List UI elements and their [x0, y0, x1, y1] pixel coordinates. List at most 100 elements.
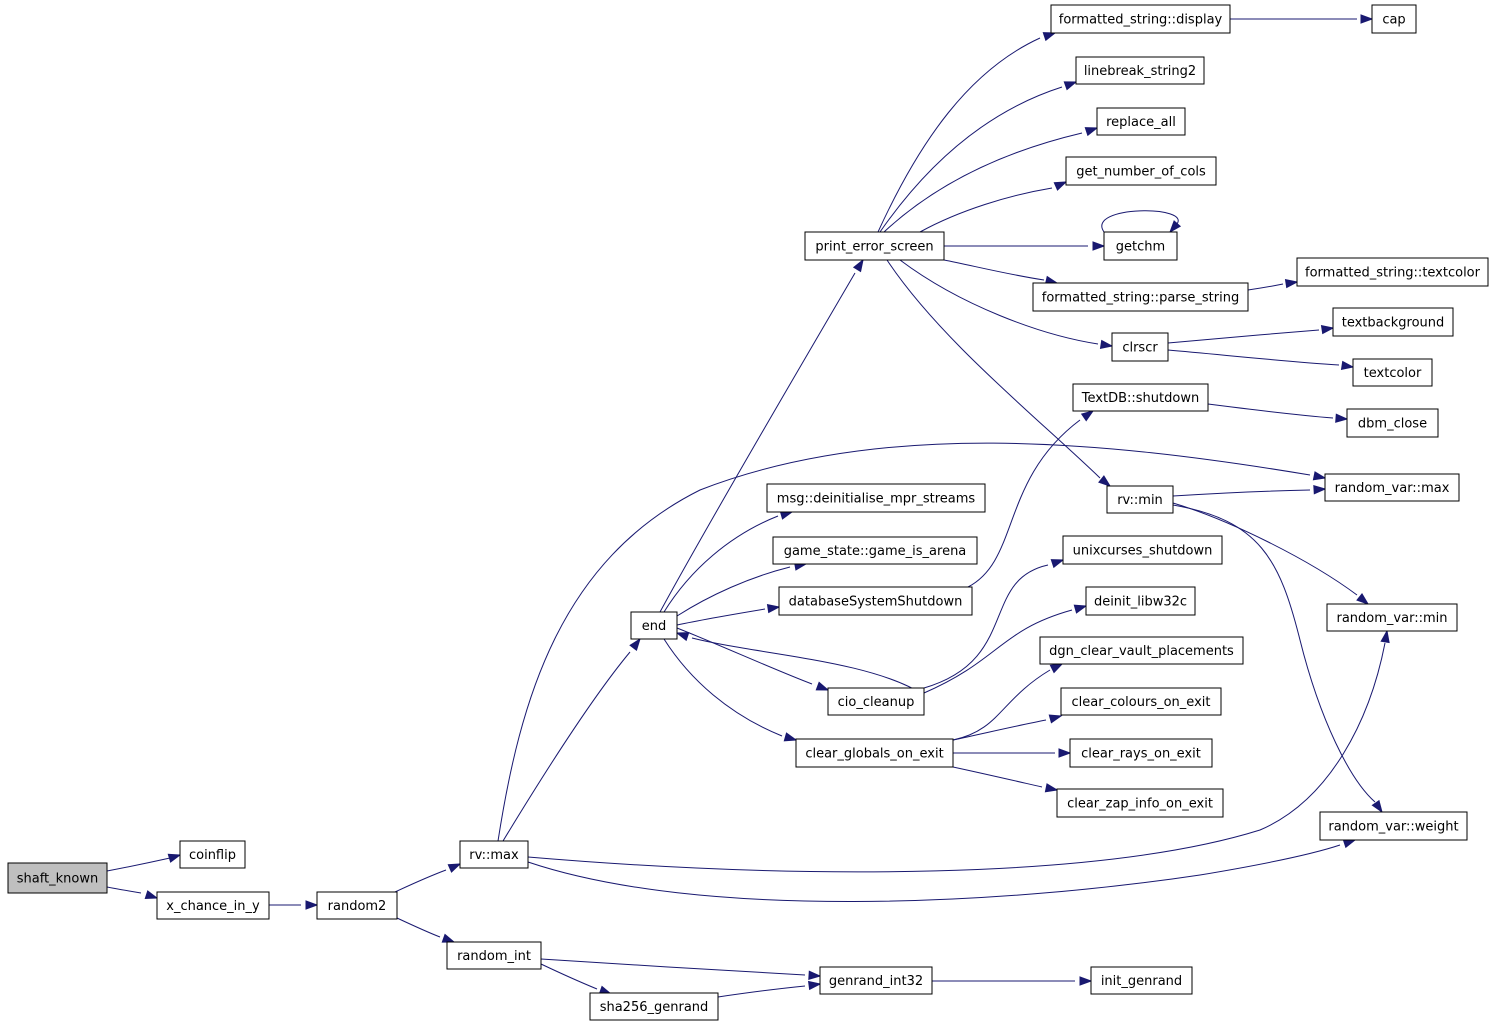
- edge-x_chance_in_y-to-random2: [269, 900, 319, 910]
- edge-cio_cleanup-to-end: [675, 632, 925, 696]
- arrowhead-icon: [1049, 663, 1064, 674]
- node-dbm-close[interactable]: dbm_close: [1346, 408, 1439, 438]
- edge-rv_max-to-random_var_min: [527, 629, 1390, 873]
- node-textdb-shutdown[interactable]: TextDB::shutdown: [1072, 383, 1209, 412]
- node-box: [827, 687, 925, 716]
- node-game-is-arena[interactable]: game_state::game_is_arena: [772, 536, 978, 565]
- edge-random2-to-random_int: [396, 917, 456, 943]
- node-label: end: [642, 619, 667, 634]
- node-random2[interactable]: random2: [316, 891, 398, 920]
- node-box: [630, 611, 678, 640]
- node-label: sha256_genrand: [600, 1000, 709, 1015]
- node-clrscr[interactable]: clrscr: [1111, 332, 1169, 362]
- arrowhead-icon: [1099, 339, 1114, 350]
- edge-line: [1207, 403, 1334, 419]
- edge-line: [676, 627, 813, 685]
- node-box: [446, 941, 542, 970]
- node-linebreak-string2[interactable]: linebreak_string2: [1075, 56, 1205, 85]
- edge-line: [497, 442, 1311, 842]
- arrowhead-icon: [1335, 413, 1349, 423]
- node-deinit-libw32c[interactable]: deinit_libw32c: [1085, 586, 1196, 616]
- node-label: replace_all: [1106, 115, 1176, 130]
- node-rv-max[interactable]: rv::max: [459, 840, 529, 869]
- edge-end-to-msg_deinit: [663, 510, 794, 613]
- node-genrand-int32[interactable]: genrand_int32: [819, 966, 933, 995]
- arrowhead-icon: [1092, 241, 1106, 251]
- node-textcolor[interactable]: textcolor: [1352, 358, 1433, 387]
- node-sha256-genrand[interactable]: sha256_genrand: [589, 992, 719, 1021]
- node-textbackground[interactable]: textbackground: [1332, 307, 1454, 337]
- node-box: [1075, 56, 1205, 85]
- arrowhead-icon: [447, 863, 462, 873]
- arrowhead-icon: [766, 603, 781, 614]
- node-unixcurses-shutdown[interactable]: unixcurses_shutdown: [1062, 535, 1223, 565]
- node-msg-deinit[interactable]: msg::deinitialise_mpr_streams: [766, 483, 986, 513]
- node-fs-display[interactable]: formatted_string::display: [1050, 4, 1231, 34]
- edge-random2-to-rv_max: [394, 863, 462, 893]
- node-x-chance-in-y[interactable]: x_chance_in_y: [156, 891, 270, 920]
- edge-random_int-to-genrand_int32: [540, 958, 822, 980]
- node-label: clear_zap_info_on_exit: [1067, 797, 1213, 812]
- node-print-error-screen[interactable]: print_error_screen: [804, 231, 945, 261]
- edge-clear_globals_on_exit-to-clear_zap_info_on_exit: [952, 766, 1059, 793]
- node-box: [795, 738, 954, 768]
- node-cap[interactable]: cap: [1371, 4, 1417, 34]
- arrowhead-icon: [1360, 14, 1374, 24]
- node-rv-min[interactable]: rv::min: [1106, 485, 1174, 514]
- node-fs-parse-string[interactable]: formatted_string::parse_string: [1032, 282, 1249, 312]
- arrowhead-icon: [305, 900, 319, 910]
- edge-line: [1247, 283, 1284, 291]
- node-clear-zap-info-on-exit[interactable]: clear_zap_info_on_exit: [1056, 788, 1224, 818]
- edge-line: [923, 609, 1073, 694]
- edge-line: [540, 963, 598, 990]
- node-box: [1319, 811, 1468, 841]
- node-box: [1032, 282, 1249, 312]
- edge-line: [1167, 329, 1320, 344]
- node-end[interactable]: end: [630, 611, 678, 640]
- node-clear-globals-on-exit[interactable]: clear_globals_on_exit: [795, 738, 954, 768]
- node-clear-colours-on-exit[interactable]: clear_colours_on_exit: [1060, 687, 1222, 716]
- edge-line: [952, 766, 1043, 788]
- node-box: [156, 891, 270, 920]
- edge-cio_cleanup-to-deinit_libw32c: [923, 604, 1088, 694]
- arrowhead-icon: [1080, 410, 1095, 422]
- node-coinflip[interactable]: coinflip: [179, 840, 246, 869]
- node-label: dgn_clear_vault_placements: [1049, 644, 1234, 659]
- node-box: [1085, 586, 1196, 616]
- node-getchm[interactable]: getchm: [1103, 231, 1178, 261]
- node-clear-rays-on-exit[interactable]: clear_rays_on_exit: [1069, 738, 1213, 768]
- edge-end-to-clear_globals_on_exit: [663, 638, 798, 742]
- node-random-var-weight[interactable]: random_var::weight: [1319, 811, 1468, 841]
- edge-line: [1172, 504, 1376, 803]
- node-random-var-max[interactable]: random_var::max: [1324, 473, 1460, 502]
- edge-line: [919, 187, 1053, 233]
- node-get-number-of-cols[interactable]: get_number_of_cols: [1065, 156, 1217, 186]
- edge-line: [663, 515, 779, 613]
- arrowhead-icon: [815, 681, 830, 691]
- node-shaft-known[interactable]: shaft_known: [7, 862, 108, 894]
- node-fs-textcolor[interactable]: formatted_string::textcolor: [1296, 257, 1489, 287]
- node-box: [1332, 307, 1454, 337]
- arrowhead-icon: [144, 890, 159, 900]
- edge-rv_min-to-random_var_weight: [1172, 504, 1383, 814]
- node-label: msg::deinitialise_mpr_streams: [777, 492, 976, 507]
- node-box: [1060, 687, 1222, 716]
- edge-end-to-database_shutdown: [676, 603, 781, 626]
- node-cio-cleanup[interactable]: cio_cleanup: [827, 687, 925, 716]
- node-random-var-min[interactable]: random_var::min: [1326, 603, 1458, 632]
- edge-line: [527, 844, 1341, 902]
- node-dgn-clear-vault[interactable]: dgn_clear_vault_placements: [1039, 636, 1244, 665]
- edge-cio_cleanup-to-unixcurses_shutdown: [923, 559, 1065, 689]
- edge-line: [691, 637, 925, 696]
- node-box: [772, 536, 978, 565]
- edge-line: [883, 132, 1083, 233]
- arrowhead-icon: [1342, 839, 1357, 849]
- edge-line: [899, 259, 1099, 345]
- node-database-shutdown[interactable]: databaseSystemShutdown: [778, 586, 973, 616]
- node-random-int[interactable]: random_int: [446, 941, 542, 970]
- node-init-genrand[interactable]: init_genrand: [1090, 966, 1193, 995]
- node-replace-all[interactable]: replace_all: [1096, 107, 1186, 136]
- edge-clear_globals_on_exit-to-clear_rays_on_exit: [953, 748, 1072, 758]
- arrowhead-icon: [1079, 976, 1093, 986]
- node-label: clear_globals_on_exit: [805, 747, 943, 762]
